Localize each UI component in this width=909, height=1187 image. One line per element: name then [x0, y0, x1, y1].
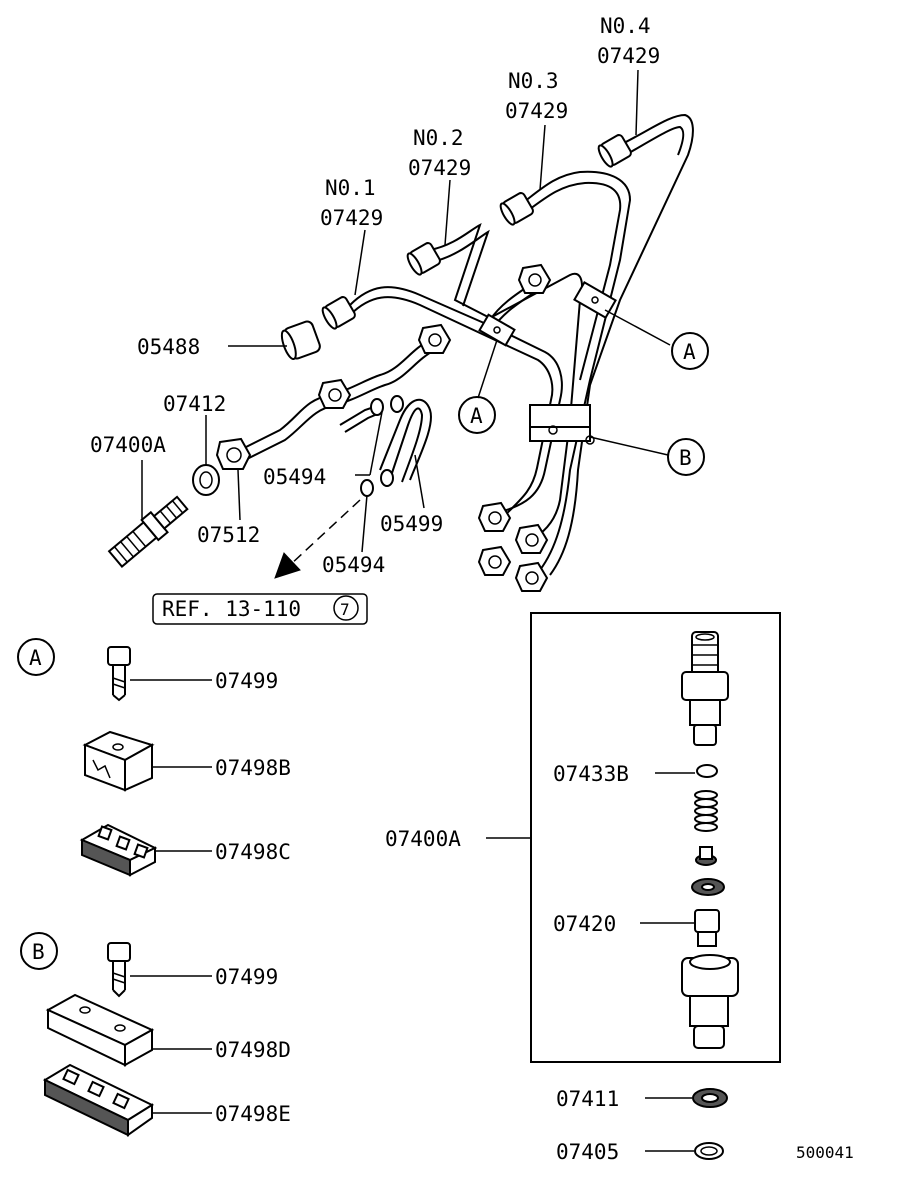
clip-05494-upper [370, 395, 404, 416]
pin-07420 [694, 909, 720, 947]
label-07498B: 07498B [215, 756, 291, 780]
nut-no1 [321, 296, 356, 330]
nut-no3 [499, 192, 534, 226]
label-07429-no2: 07429 [408, 156, 471, 180]
nut-07512 [215, 437, 252, 470]
label-05494-b: 05494 [322, 553, 385, 577]
group-B-letter: B [32, 940, 45, 964]
washer-07411 [692, 1088, 728, 1108]
ref-arrow [274, 552, 301, 579]
callout-B-letter: B [679, 446, 692, 470]
label-07433B: 07433B [553, 762, 629, 786]
nut-mid [417, 323, 452, 354]
callout-A-upper: A [671, 332, 709, 370]
washer-07405 [694, 1142, 724, 1160]
shim-07433B [696, 764, 718, 778]
clip-05494-lower [360, 469, 394, 497]
label-07498E: 07498E [215, 1102, 291, 1126]
group-A-letter: A [29, 646, 42, 670]
ref-text: REF. 13-110 [162, 597, 301, 621]
label-no4: N0.4 [600, 14, 651, 38]
spring [694, 790, 718, 832]
label-07429-no4: 07429 [597, 44, 660, 68]
nozzle-exploded-view: 07400A 07433B [385, 612, 781, 1063]
retaining-nut [681, 954, 739, 1049]
clamp-B [529, 404, 595, 445]
nut-05488 [280, 320, 321, 360]
label-no1: N0.1 [325, 176, 376, 200]
label-07400A-top: 07400A [90, 433, 166, 457]
label-no2: N0.2 [413, 126, 464, 150]
label-07429-no3: 07429 [505, 99, 568, 123]
label-05494-a: 05494 [263, 465, 326, 489]
spring-seat [695, 846, 717, 866]
label-07498D: 07498D [215, 1038, 291, 1062]
callout-A-mid-letter: A [470, 404, 483, 428]
nut-bottom-2 [514, 523, 549, 554]
nozzle-holder-top [681, 631, 729, 746]
nut-bottom-3 [477, 545, 512, 576]
label-07498C: 07498C [215, 840, 291, 864]
label-07512: 07512 [197, 523, 260, 547]
label-07405: 07405 [556, 1140, 619, 1164]
diagram-id: 500041 [796, 1143, 854, 1162]
group-A: A 07499 07498B [17, 638, 291, 877]
nut-left [317, 378, 352, 409]
ref-box[interactable]: REF. 13-110 7 [152, 593, 368, 625]
ref-circle-number: 7 [340, 600, 350, 619]
label-07400A-box: 07400A [385, 827, 461, 851]
clamp-A-upper [573, 280, 617, 320]
nozzle-assembly [107, 495, 189, 568]
clamp-07498E [42, 1063, 155, 1137]
pipe-nuts [215, 134, 632, 592]
washer-07412 [192, 464, 220, 496]
clamp-A-mid [478, 313, 516, 347]
clamp-07498D [45, 993, 155, 1067]
label-07499-b: 07499 [215, 965, 278, 989]
callout-A-mid: A [458, 396, 496, 434]
spacer [691, 878, 725, 896]
clamp-07498C [79, 823, 158, 877]
label-07411: 07411 [556, 1087, 619, 1111]
label-07412: 07412 [163, 392, 226, 416]
label-05488: 05488 [137, 335, 200, 359]
nut-no2 [406, 242, 441, 276]
nut-upper [517, 263, 552, 294]
callout-A-upper-letter: A [683, 340, 696, 364]
bolt-07499-b [107, 942, 131, 998]
label-07499-a: 07499 [215, 669, 278, 693]
nut-bottom-1 [477, 501, 512, 532]
bolt-07499-a [107, 646, 131, 702]
label-07429-no1: 07429 [320, 206, 383, 230]
callout-B: B [667, 438, 705, 476]
nut-bottom-4 [514, 561, 549, 592]
label-05499: 05499 [380, 512, 443, 536]
leader-lines [141, 69, 671, 566]
nut-no4 [597, 134, 632, 168]
label-07420: 07420 [553, 912, 616, 936]
label-no3: N0.3 [508, 69, 559, 93]
clamp-07498B [82, 730, 155, 792]
group-B: B 07499 07498D [20, 932, 291, 1137]
